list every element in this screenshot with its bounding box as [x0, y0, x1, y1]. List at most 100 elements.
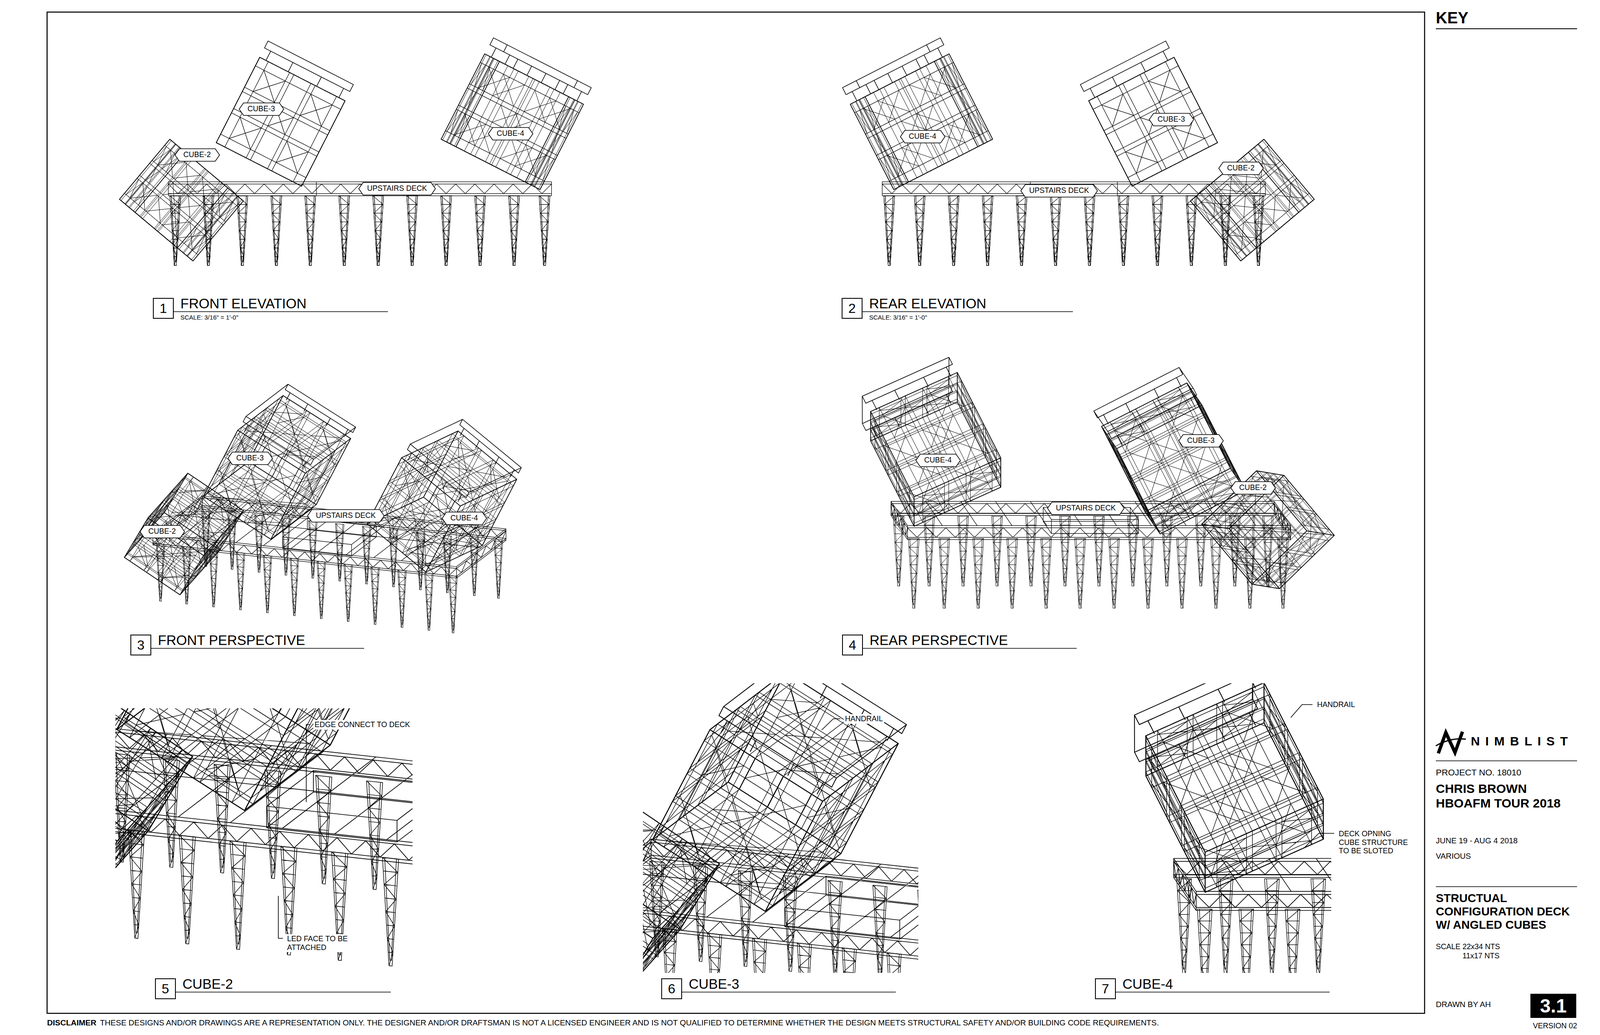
leader-lines — [278, 704, 1335, 939]
tag-text: UPSTAIRS DECK — [367, 184, 428, 193]
tag-shape — [915, 454, 961, 467]
view-drawing — [124, 384, 522, 633]
view-tag: UPSTAIRS DECK — [307, 509, 385, 523]
venue: VARIOUS — [1435, 851, 1471, 861]
view-number: 2 — [841, 297, 863, 319]
key-heading: KEY — [1435, 9, 1469, 28]
tag-text: UPSTAIRS DECK — [315, 511, 376, 520]
view-drawing — [119, 37, 592, 266]
handrail — [842, 37, 944, 101]
tag-shape — [442, 512, 487, 525]
handrail — [490, 37, 592, 101]
view-tag: CUBE-4 — [488, 127, 533, 140]
title-underline — [682, 991, 896, 993]
view-drawing — [862, 357, 1335, 609]
view-number: 6 — [661, 978, 683, 1000]
title-block-rule — [1435, 760, 1578, 762]
handrail — [407, 419, 522, 502]
tag-shape — [227, 452, 273, 465]
deck-truss — [115, 728, 413, 885]
tag-shape — [358, 182, 436, 195]
cube-edge — [441, 53, 584, 190]
callout-note: DECK OPNING CUBE STRUCTURE TO BE SLOTED — [1337, 829, 1413, 856]
view-tag: CUBE-2 — [140, 525, 185, 538]
tag-shape — [239, 102, 284, 116]
view-tag: CUBE-2 — [1230, 481, 1275, 495]
tag-shape — [1149, 113, 1194, 126]
cube-frame — [115, 708, 189, 909]
sheet-number: 3.1 — [1530, 993, 1577, 1018]
cube-frame — [120, 140, 242, 260]
tag-text: CUBE-3 — [236, 453, 264, 463]
cube-edge — [367, 430, 517, 573]
handrail — [1093, 367, 1197, 445]
logo-swoosh — [1435, 738, 1466, 746]
tag-shape — [307, 509, 385, 523]
cube-edge — [652, 683, 899, 912]
view-drawing — [642, 683, 919, 973]
tag-shape — [488, 127, 533, 140]
callout-note: LED FACE TO BE ATTACHED — [285, 934, 353, 953]
cube-edge — [216, 57, 345, 187]
cube-edge — [1145, 683, 1324, 893]
tag-text: UPSTAIRS DECK — [1055, 503, 1116, 513]
tag-shape — [140, 525, 185, 538]
view-drawing — [842, 37, 1315, 266]
title-underline — [862, 647, 1077, 649]
callout-note: HANDRAIL — [1315, 700, 1357, 710]
view-drawing — [1134, 683, 1332, 973]
sheet-number-text: 3.1 — [1540, 996, 1567, 1016]
scale-note: SCALE: 3/16" = 1'-0" — [180, 313, 239, 321]
project-number: PROJECT NO. 18010 — [1435, 767, 1522, 778]
view-tag: UPSTAIRS DECK — [1047, 502, 1125, 515]
view-drawing — [115, 708, 413, 973]
handrail — [1080, 40, 1170, 98]
tag-text: CUBE-4 — [496, 129, 525, 138]
scale-note: 11x17 NTS — [1462, 951, 1500, 961]
view-title: REAR ELEVATION — [869, 296, 987, 311]
title-underline — [1115, 991, 1330, 993]
tag-text: CUBE-3 — [1157, 115, 1185, 124]
tour-dates: JUNE 19 - AUG 4 2018 — [1435, 836, 1518, 846]
view-tag: CUBE-2 — [1218, 162, 1263, 175]
view-tag: CUBE-3 — [1178, 434, 1223, 448]
cube-frame — [442, 54, 583, 189]
view-tag: CUBE-3 — [227, 452, 273, 465]
tag-text: CUBE-2 — [1239, 483, 1267, 492]
sheet-border — [47, 12, 1425, 1014]
view-tag: UPSTAIRS DECK — [358, 182, 436, 195]
scale-note: SCALE 22x34 NTS — [1435, 942, 1500, 952]
tag-text: UPSTAIRS DECK — [1029, 186, 1090, 195]
drawn-by: DRAWN BY AH — [1435, 1000, 1491, 1010]
cube-frame — [126, 477, 241, 592]
deck-truss — [642, 839, 919, 973]
view-tag: CUBE-2 — [175, 148, 220, 162]
cube-frame — [216, 57, 345, 187]
tag-shape — [1178, 434, 1224, 448]
view-title: CUBE-3 — [688, 977, 740, 991]
view-tag: UPSTAIRS DECK — [1020, 184, 1098, 198]
cube-edge — [119, 139, 244, 261]
tag-text: CUBE-4 — [450, 513, 478, 523]
leader-line — [278, 895, 283, 939]
view-number: 3 — [130, 634, 152, 656]
truss-legs — [170, 195, 550, 266]
tag-shape — [175, 148, 220, 162]
view-title: CUBE-4 — [1122, 977, 1173, 991]
view-tag: CUBE-4 — [442, 512, 487, 525]
tag-text: CUBE-3 — [1187, 436, 1215, 445]
disclaimer-text: THESE DESIGNS AND/OR DRAWINGS ARE A REPR… — [100, 1018, 1159, 1028]
tag-text: CUBE-4 — [924, 455, 952, 465]
leader-line — [821, 718, 841, 730]
truss-legs — [1176, 878, 1332, 973]
truss-legs — [893, 516, 1289, 609]
cube-frame — [642, 807, 716, 973]
view-title: FRONT PERSPECTIVE — [157, 633, 305, 648]
handrail — [1134, 683, 1258, 771]
tag-text: CUBE-4 — [908, 132, 937, 141]
scale-note: SCALE: 3/16" = 1'-0" — [869, 313, 928, 321]
tag-text: CUBE-2 — [1227, 163, 1255, 173]
tag-shape — [1020, 184, 1098, 198]
cube-frame — [851, 54, 992, 189]
